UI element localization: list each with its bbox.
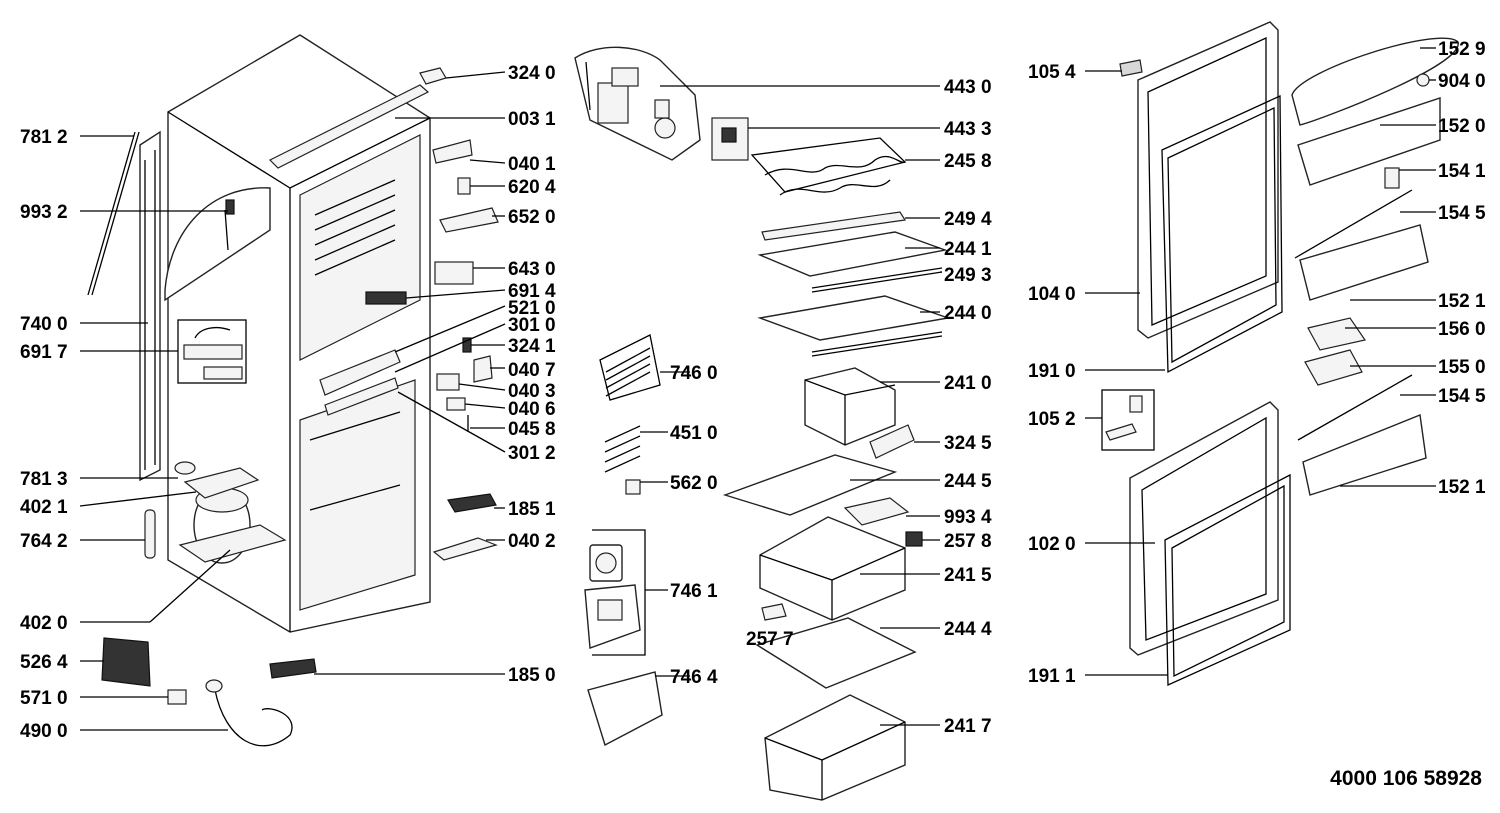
part-label: 241 5 (944, 565, 992, 586)
part-label: 040 3 (508, 381, 556, 402)
part-label: 241 7 (944, 716, 992, 737)
part-label: 244 5 (944, 471, 992, 492)
part-label: 241 0 (944, 373, 992, 394)
part-label: 691 4 (508, 281, 556, 302)
part-label: 040 6 (508, 399, 556, 420)
part-label: 324 5 (944, 433, 992, 454)
part-label: 152 1 (1438, 477, 1486, 498)
part-label: 746 1 (670, 581, 718, 602)
part-label: 045 8 (508, 419, 556, 440)
part-label: 156 0 (1438, 319, 1486, 340)
part-label: 781 3 (20, 469, 68, 490)
cabinet-illustration (87, 34, 499, 747)
part-label: 402 1 (20, 497, 68, 518)
part-label: 993 2 (20, 202, 68, 223)
part-label: 040 1 (508, 154, 556, 175)
part-label: 003 1 (508, 109, 556, 130)
part-label: 451 0 (670, 423, 718, 444)
part-label: 102 0 (1028, 534, 1076, 555)
part-label: 191 1 (1028, 666, 1076, 687)
part-label: 244 1 (944, 239, 992, 260)
part-label: 152 0 (1438, 116, 1486, 137)
part-label: 154 5 (1438, 386, 1486, 407)
part-label: 764 2 (20, 531, 68, 552)
part-label: 105 4 (1028, 62, 1076, 83)
part-label: 526 4 (20, 652, 68, 673)
part-label: 562 0 (670, 473, 718, 494)
leader-lines (79, 47, 1436, 731)
part-label: 746 4 (670, 667, 718, 688)
part-label: 443 0 (944, 77, 992, 98)
part-label: 104 0 (1028, 284, 1076, 305)
part-label: 443 3 (944, 119, 992, 140)
part-label: 155 0 (1438, 357, 1486, 378)
part-label: 571 0 (20, 688, 68, 709)
part-label: 040 7 (508, 360, 556, 381)
evaporator-parts-illustration (574, 46, 749, 747)
part-label: 691 7 (20, 342, 68, 363)
part-label: 244 0 (944, 303, 992, 324)
part-label: 185 1 (508, 499, 556, 520)
part-label: 324 1 (508, 336, 556, 357)
part-label: 620 4 (508, 177, 556, 198)
part-label: 152 9 (1438, 39, 1486, 60)
shelves-and-drawers-illustration (722, 137, 951, 801)
part-label: 185 0 (508, 665, 556, 686)
part-label: 257 8 (944, 531, 992, 552)
part-label: 257 7 (746, 629, 794, 650)
part-label: 402 0 (20, 613, 68, 634)
part-label: 643 0 (508, 259, 556, 280)
part-label: 191 0 (1028, 361, 1076, 382)
part-label: 652 0 (508, 207, 556, 228)
part-label: 301 2 (508, 443, 556, 464)
part-label: 324 0 (508, 63, 556, 84)
part-label: 521 0 (508, 298, 556, 319)
part-label: 154 5 (1438, 203, 1486, 224)
doors-illustration (1101, 21, 1459, 686)
part-label: 154 1 (1438, 161, 1486, 182)
part-label: 249 3 (944, 265, 992, 286)
part-label: 301 0 (508, 315, 556, 336)
part-label: 740 0 (20, 314, 68, 335)
part-label: 245 8 (944, 151, 992, 172)
document-number: 4000 106 58928 (1330, 767, 1482, 790)
part-label: 040 2 (508, 531, 556, 552)
part-labels: 781 2 993 2 740 0 691 7 781 3 402 1 764 … (20, 39, 1486, 742)
part-label: 490 0 (20, 721, 68, 742)
part-label: 904 0 (1438, 71, 1486, 92)
part-label: 993 4 (944, 507, 992, 528)
part-label: 105 2 (1028, 409, 1076, 430)
part-label: 746 0 (670, 363, 718, 384)
part-label: 249 4 (944, 209, 992, 230)
part-label: 152 1 (1438, 291, 1486, 312)
part-label: 781 2 (20, 127, 68, 148)
part-label: 244 4 (944, 619, 992, 640)
